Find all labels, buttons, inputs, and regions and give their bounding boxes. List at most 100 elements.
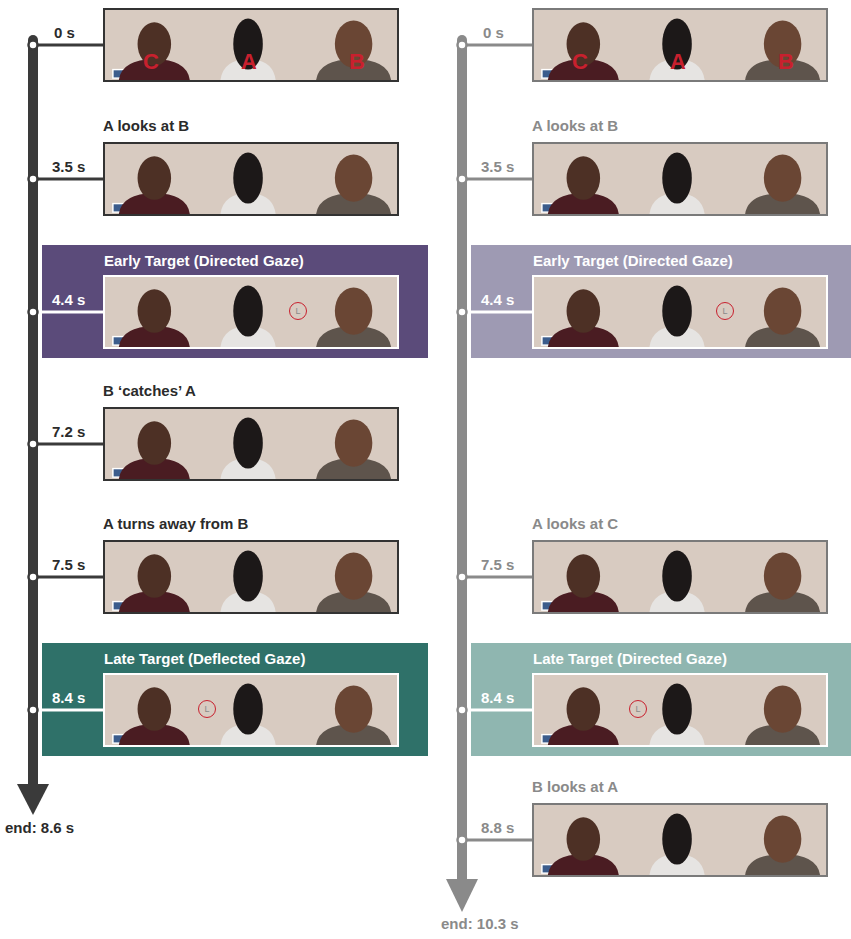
time-dot <box>458 308 467 317</box>
video-still <box>105 277 397 347</box>
marker-letter: L <box>295 306 300 316</box>
video-frame: A turns away from B <box>103 514 403 614</box>
time-tick <box>462 311 532 314</box>
end-label: end: 8.6 s <box>5 818 74 838</box>
person-letter: B <box>778 50 794 74</box>
frame-border <box>532 673 828 747</box>
video-still <box>534 277 826 347</box>
person-letter: C <box>143 50 159 74</box>
target-marker: L <box>629 700 647 718</box>
timeline-arrowhead <box>446 879 478 912</box>
person-letter: A <box>670 50 686 74</box>
video-still <box>105 409 397 479</box>
time-dot <box>29 41 38 50</box>
target-band: Late Target (Directed Gaze) L <box>471 643 851 756</box>
band-ground <box>471 245 851 358</box>
band-heading: Early Target (Directed Gaze) <box>533 251 733 271</box>
time-tick <box>462 709 532 712</box>
time-label: 7.5 s <box>52 555 85 575</box>
frame-heading: A looks at C <box>532 514 832 534</box>
time-dot <box>29 175 38 184</box>
band-ground <box>42 245 428 358</box>
time-tick <box>462 839 532 842</box>
time-label: 3.5 s <box>52 157 85 177</box>
time-dot <box>29 706 38 715</box>
video-frame: B ‘catches’ A <box>103 381 403 481</box>
end-label: end: 10.3 s <box>441 914 519 934</box>
frame-border <box>103 142 399 216</box>
time-tick <box>33 576 103 579</box>
person-letter: A <box>241 50 257 74</box>
time-dot <box>458 836 467 845</box>
frame-border <box>532 275 828 349</box>
time-label: 8.4 s <box>52 688 85 708</box>
time-dot <box>29 308 38 317</box>
video-still <box>534 675 826 745</box>
frame-border <box>103 407 399 481</box>
time-label: 0 s <box>54 23 75 43</box>
time-label: 8.4 s <box>481 688 514 708</box>
video-still <box>534 144 826 214</box>
time-label: 7.2 s <box>52 422 85 442</box>
frame-heading: A looks at B <box>532 116 832 136</box>
time-dot <box>458 573 467 582</box>
marker-letter: L <box>635 704 640 714</box>
video-frame: A looks at B <box>532 116 832 216</box>
video-frame: CAB <box>532 8 828 82</box>
person-letter: C <box>572 50 588 74</box>
frame-border <box>532 540 828 614</box>
frame-heading: A looks at B <box>103 116 403 136</box>
time-tick <box>33 44 103 47</box>
time-label: 4.4 s <box>52 290 85 310</box>
frame-border <box>532 142 828 216</box>
timeline-axis <box>28 40 38 790</box>
time-dot <box>29 573 38 582</box>
person-letter: B <box>349 50 365 74</box>
marker-letter: L <box>204 704 209 714</box>
frame-border <box>103 275 399 349</box>
video-still <box>105 675 397 745</box>
time-label: 7.5 s <box>481 555 514 575</box>
time-tick <box>33 311 103 314</box>
timeline-axis <box>457 40 467 885</box>
video-frame: A looks at C <box>532 514 832 614</box>
time-tick <box>33 443 103 446</box>
target-band: Early Target (Directed Gaze) L <box>42 245 428 358</box>
frame-heading: B looks at A <box>532 777 832 797</box>
video-frame: B looks at A <box>532 777 832 877</box>
target-marker: L <box>716 302 734 320</box>
target-band: Late Target (Deflected Gaze) L <box>42 643 428 756</box>
video-still <box>105 144 397 214</box>
time-dot <box>458 41 467 50</box>
marker-letter: L <box>722 306 727 316</box>
time-dot <box>458 175 467 184</box>
target-marker: L <box>289 302 307 320</box>
video-frame: A looks at B <box>103 116 403 216</box>
video-still <box>534 805 826 875</box>
video-still <box>105 542 397 612</box>
frame-heading: A turns away from B <box>103 514 403 534</box>
frame-border <box>103 540 399 614</box>
time-label: 0 s <box>483 23 504 43</box>
video-frame: CAB <box>103 8 399 82</box>
time-tick <box>33 178 103 181</box>
frame-border <box>532 803 828 877</box>
time-label: 8.8 s <box>481 818 514 838</box>
time-label: 3.5 s <box>481 157 514 177</box>
band-heading: Late Target (Deflected Gaze) <box>104 649 305 669</box>
band-heading: Late Target (Directed Gaze) <box>533 649 727 669</box>
time-dot <box>458 706 467 715</box>
video-still <box>534 542 826 612</box>
time-label: 4.4 s <box>481 290 514 310</box>
time-tick <box>33 709 103 712</box>
band-ground <box>471 643 851 756</box>
target-marker: L <box>198 700 216 718</box>
band-ground <box>42 643 428 756</box>
timeline-arrowhead <box>17 784 49 815</box>
time-dot <box>29 440 38 449</box>
band-heading: Early Target (Directed Gaze) <box>104 251 304 271</box>
frame-border <box>103 673 399 747</box>
frame-heading: B ‘catches’ A <box>103 381 403 401</box>
time-tick <box>462 44 532 47</box>
time-tick <box>462 576 532 579</box>
